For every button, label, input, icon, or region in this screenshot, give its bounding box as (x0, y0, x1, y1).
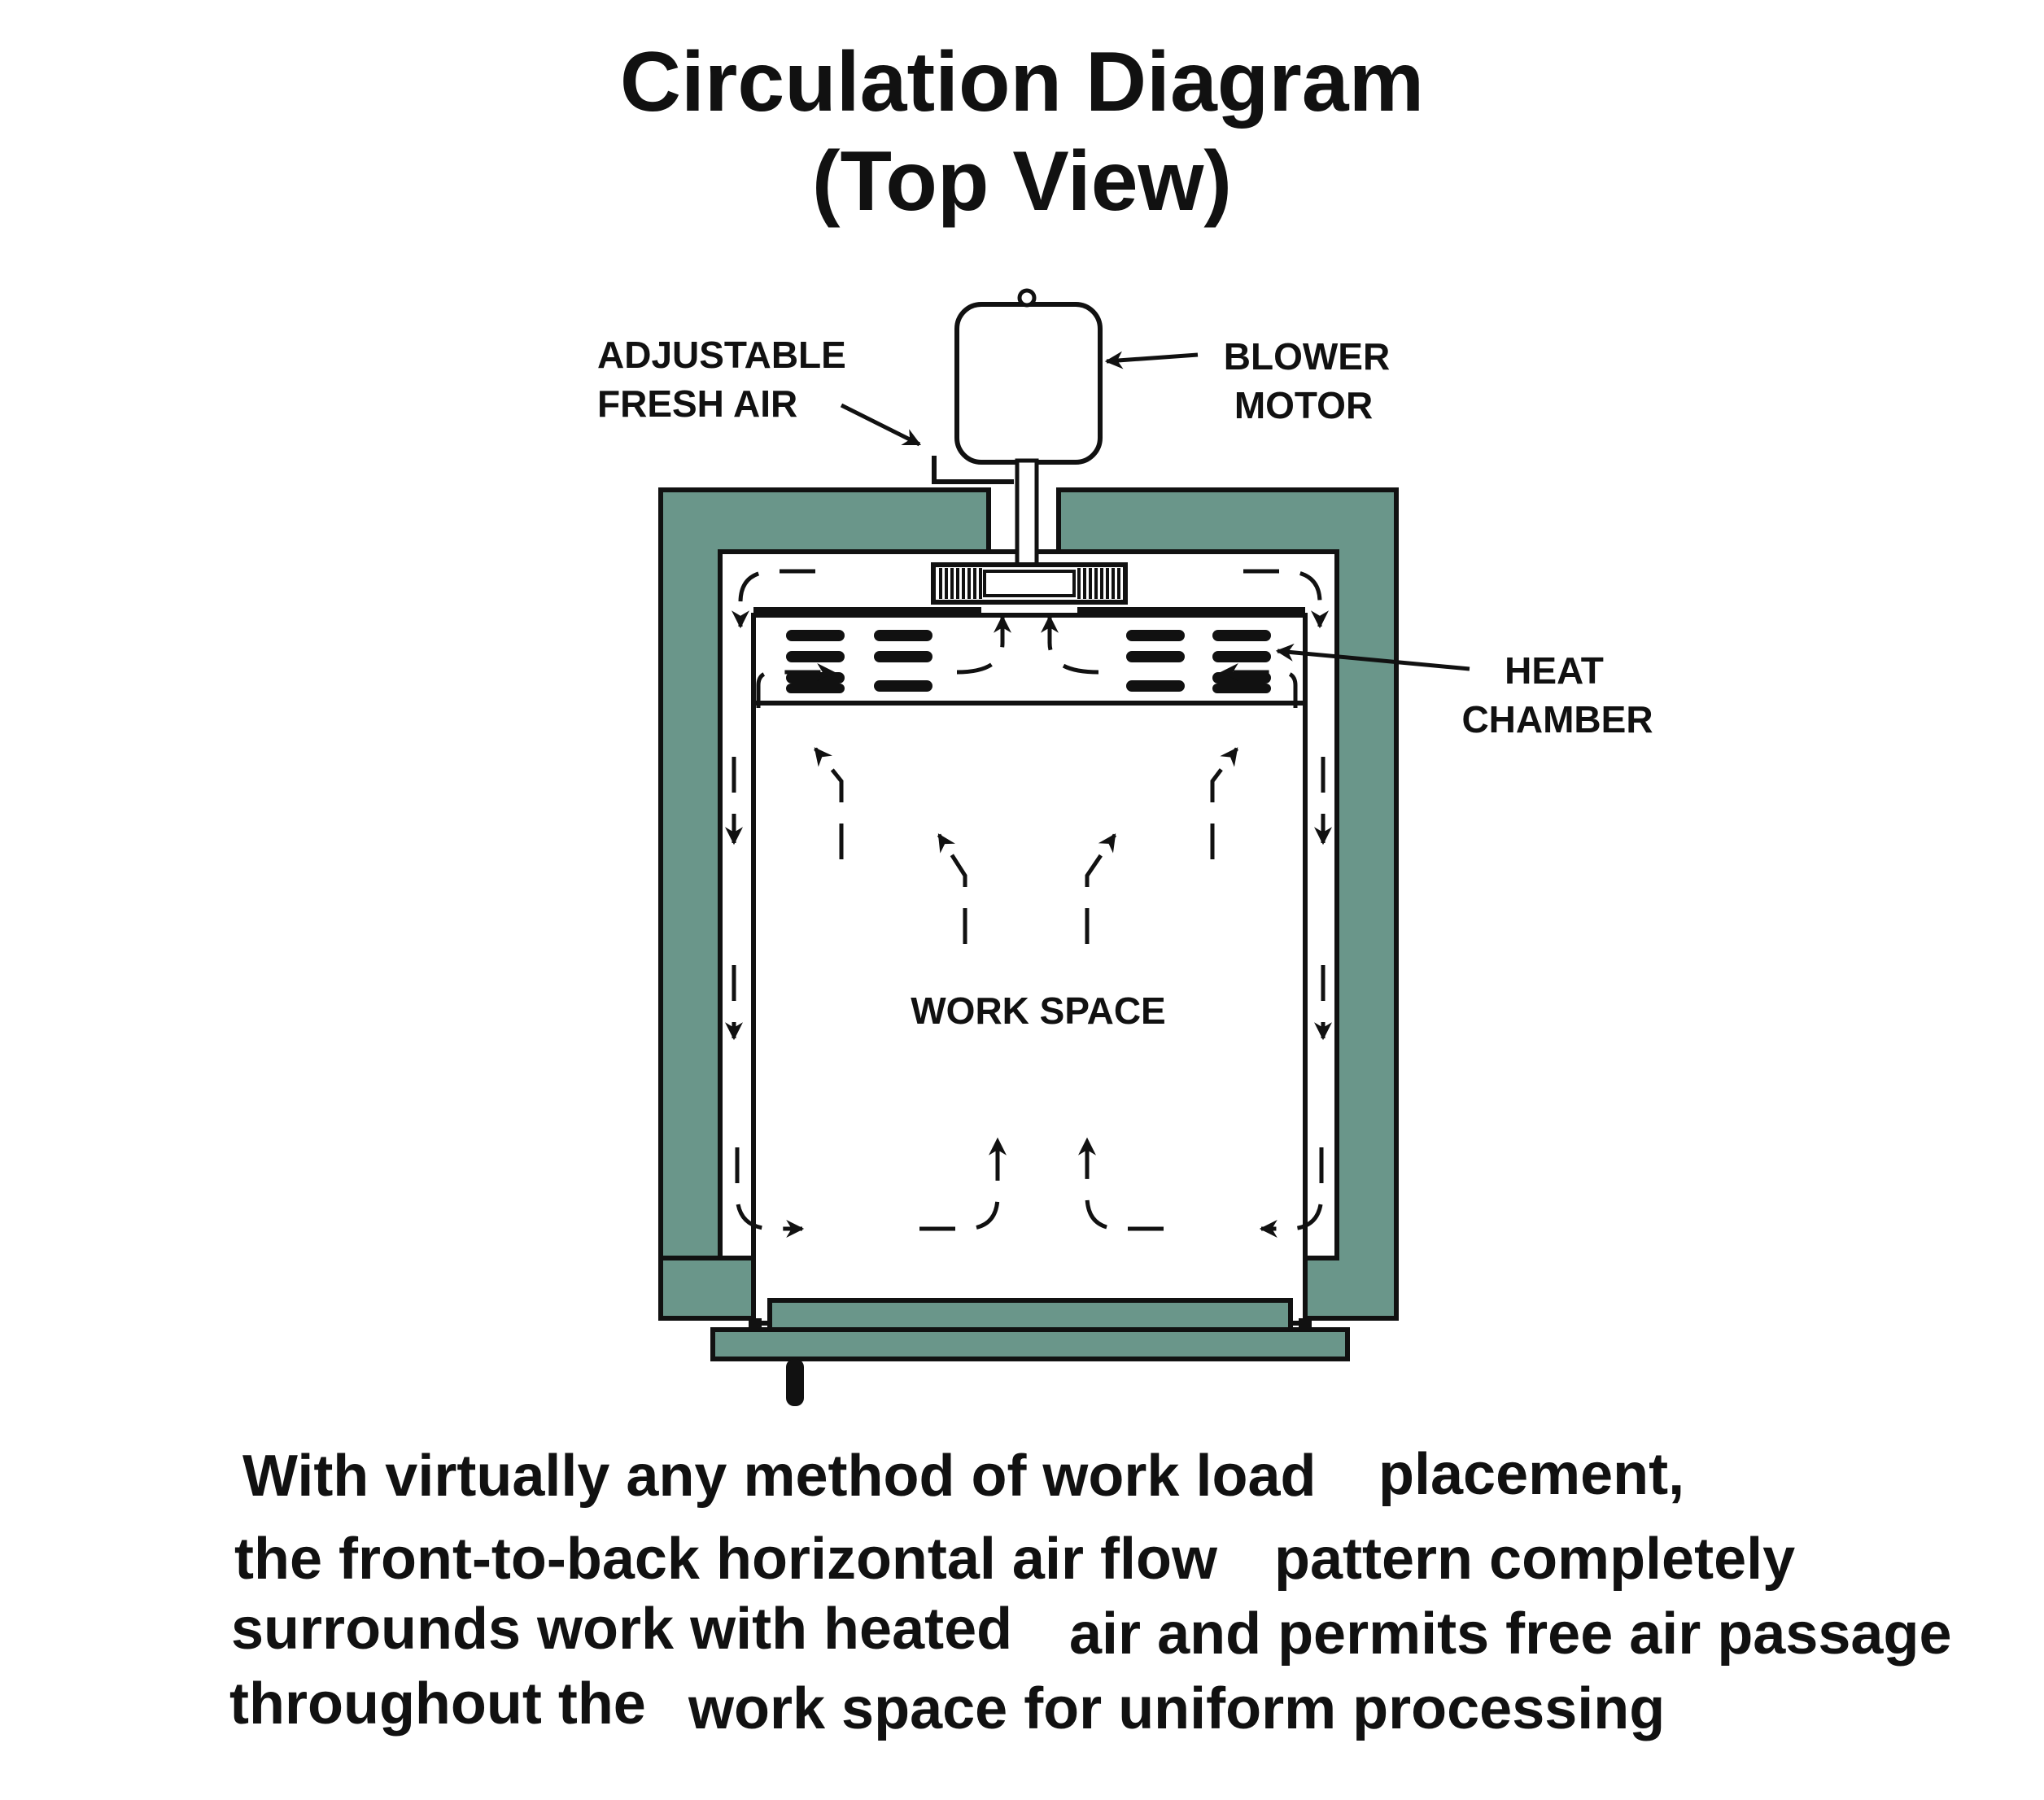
heat-chamber-label-line1: HEAT (1505, 649, 1604, 692)
caption-line3b: air and permits free air passage (1069, 1601, 1952, 1667)
caption-line1a: With virtually any method of work load (242, 1444, 1317, 1509)
fresh-air-damper (932, 456, 1014, 484)
work-space-label: WORK SPACE (911, 990, 1166, 1032)
airflow-paths (725, 569, 1332, 1238)
fresh-air-label-line2: FRESH AIR (597, 382, 797, 425)
title-block: Circulation Diagram (Top View) (0, 33, 2044, 231)
blower-wheel (931, 562, 1128, 605)
leader-lines (840, 351, 1470, 671)
fresh-air-label-line1: ADJUSTABLE (597, 334, 846, 376)
caption-line4b: work space for uniform processing (688, 1676, 1666, 1741)
door-hinge-left (749, 1318, 762, 1331)
heat-chamber-label-line2: CHAMBER (1461, 698, 1653, 741)
door-handle (786, 1359, 804, 1406)
diagram-title: Circulation Diagram (619, 35, 1425, 129)
caption-line3a: surrounds work with heated (231, 1597, 1013, 1662)
cabinet-insulation-left-bottom (658, 1256, 756, 1321)
blower-shaft (1015, 458, 1039, 567)
door-panel (767, 1298, 1293, 1332)
blower-motor-label-line2: MOTOR (1234, 384, 1373, 426)
caption-line1b: placement, (1378, 1442, 1685, 1507)
door-hinge-right (1299, 1318, 1312, 1331)
caption-line2b: pattern completely (1274, 1527, 1796, 1592)
caption-line2a: the front-to-back horizontal air flow (234, 1527, 1217, 1592)
blower-motor-label-line1: BLOWER (1224, 335, 1390, 378)
work-chamber (751, 613, 1308, 1326)
blower-motor-icon (954, 302, 1103, 465)
blower-motor-knob (1017, 288, 1037, 308)
caption-line4a: throughout the (229, 1671, 646, 1737)
diagram-subtitle: (Top View) (811, 134, 1233, 229)
door-frame (710, 1327, 1350, 1361)
